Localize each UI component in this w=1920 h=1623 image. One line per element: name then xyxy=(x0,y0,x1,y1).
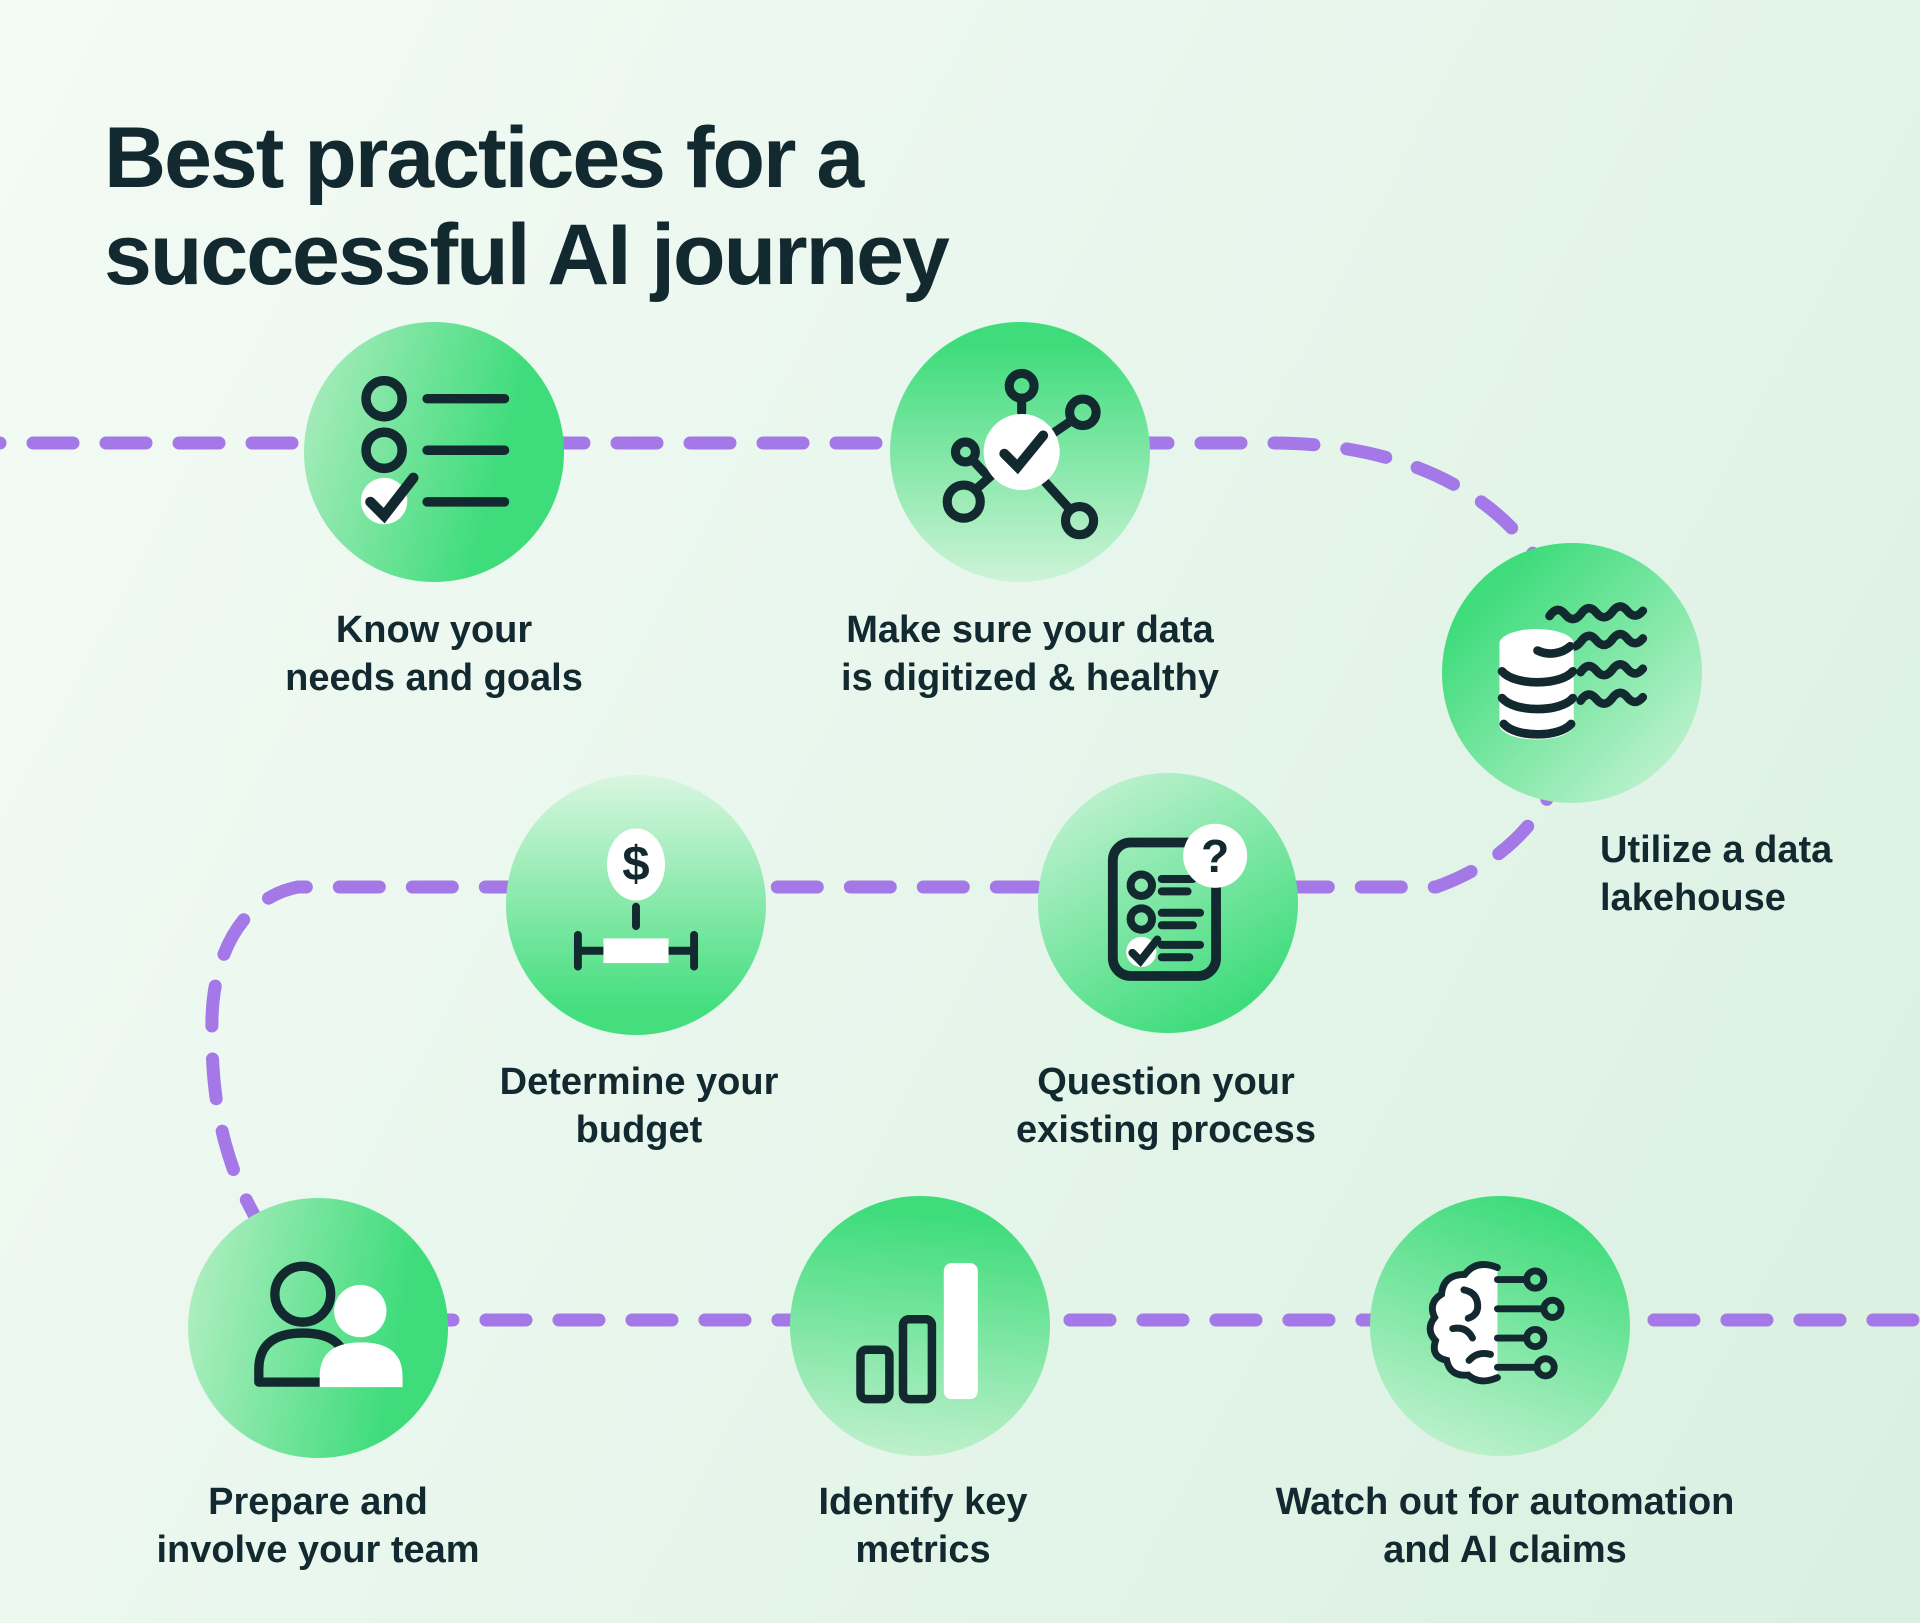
question-glyph: ? xyxy=(1201,830,1229,882)
step-circle-question-process: ? xyxy=(1038,773,1298,1033)
step-label-budget: Determine your budget xyxy=(499,1061,779,1152)
dollar-glyph: $ xyxy=(622,836,649,891)
page-title: Best practices for a successful AI journ… xyxy=(104,110,1204,304)
step-label-question-process: Question your existing process xyxy=(1016,1061,1316,1152)
step-circle-team xyxy=(188,1198,448,1458)
step-label-metrics: Identify key metrics xyxy=(818,1481,1028,1572)
step-label-data-healthy: Make sure your data is digitized & healt… xyxy=(841,609,1219,700)
team-people-icon xyxy=(254,1261,403,1388)
page-title-line2: successful AI journey xyxy=(104,206,950,303)
question-checklist-icon: ? xyxy=(1107,823,1248,981)
step-circle-automation-claims xyxy=(1370,1196,1630,1456)
network-check-icon xyxy=(942,368,1101,540)
bar-chart-icon xyxy=(856,1263,978,1404)
step-circle-data-healthy xyxy=(890,322,1150,582)
brain-circuit-icon xyxy=(1426,1261,1565,1385)
checklist-icon xyxy=(360,375,510,525)
step-circle-data-lakehouse xyxy=(1442,543,1702,803)
step-circle-metrics xyxy=(790,1196,1050,1456)
page-title-line1: Best practices for a xyxy=(104,109,864,206)
budget-measure-icon: $ xyxy=(573,828,699,971)
step-label-automation-claims: Watch out for automation and AI claims xyxy=(1275,1481,1735,1572)
step-label-data-lakehouse: Utilize a data lakehouse xyxy=(1600,829,1833,920)
step-circle-budget: $ xyxy=(506,775,766,1035)
data-lakehouse-icon xyxy=(1497,602,1648,740)
step-label-know-needs: Know your needs and goals xyxy=(285,609,583,700)
step-label-team: Prepare and involve your team xyxy=(156,1481,480,1572)
step-circle-know-needs xyxy=(304,322,564,582)
